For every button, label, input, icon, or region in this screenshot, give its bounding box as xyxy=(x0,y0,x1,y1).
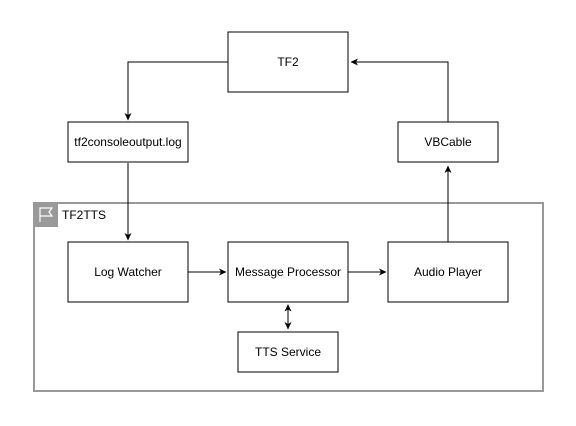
node-log-file[interactable]: tf2consoleoutput.log xyxy=(67,121,189,163)
node-label-log-watcher: Log Watcher xyxy=(94,265,162,279)
node-audio-player[interactable]: Audio Player xyxy=(387,241,509,303)
node-message-processor[interactable]: Message Processor xyxy=(227,241,349,303)
node-tf2[interactable]: TF2 xyxy=(227,31,349,93)
edges xyxy=(124,58,452,330)
node-label-message-processor: Message Processor xyxy=(235,265,341,279)
group-label: TF2TTS xyxy=(62,208,106,222)
group-border xyxy=(33,202,544,392)
edge-tf2-to-log-file xyxy=(124,61,228,121)
node-label-tts-service: TTS Service xyxy=(255,345,321,359)
group-tf2tts[interactable]: TF2TTS xyxy=(33,202,544,392)
node-label-log-file: tf2consoleoutput.log xyxy=(74,135,181,149)
node-label-vbcable: VBCable xyxy=(424,135,472,149)
node-label-tf2: TF2 xyxy=(277,55,299,69)
node-label-audio-player: Audio Player xyxy=(414,265,482,279)
node-tts-service[interactable]: TTS Service xyxy=(237,331,339,373)
flag-icon xyxy=(34,203,58,227)
edge-vbcable-to-tf2 xyxy=(350,58,449,122)
node-log-watcher[interactable]: Log Watcher xyxy=(67,241,189,303)
node-vbcable[interactable]: VBCable xyxy=(397,121,499,163)
